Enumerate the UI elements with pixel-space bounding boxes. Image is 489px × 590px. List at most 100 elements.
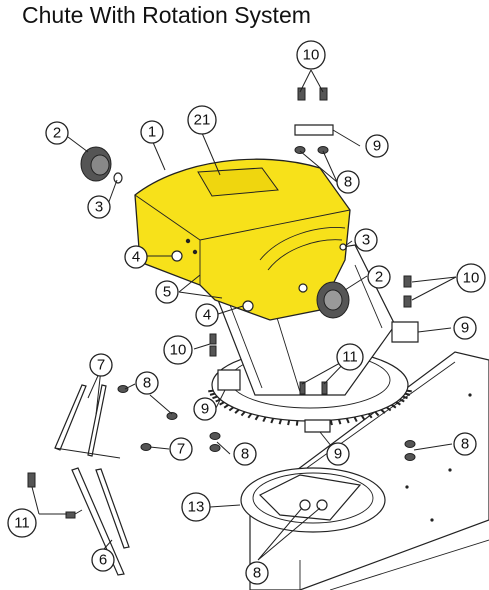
- ring-tooth: [240, 411, 246, 417]
- callout-label: 11: [342, 349, 358, 366]
- callout-label: 9: [461, 320, 469, 337]
- leader-lines: [31, 69, 457, 561]
- callout-label: 9: [334, 446, 342, 463]
- bracket-right: [391, 321, 419, 343]
- callout-label: 13: [188, 499, 205, 516]
- callout-1: 1: [140, 120, 164, 144]
- callout-11-left: 11: [7, 508, 37, 538]
- callout-label: 3: [362, 232, 370, 249]
- callout-8-right: 8: [453, 432, 477, 456]
- callout-11-mid: 11: [336, 343, 364, 371]
- ring-tooth: [374, 411, 380, 417]
- ring-tooth: [228, 406, 234, 412]
- ring-tooth: [247, 413, 253, 419]
- callout-10-top: 10: [296, 40, 326, 70]
- callout-8-bottom: 8: [245, 561, 269, 585]
- callout-10-right: 10: [456, 263, 486, 293]
- bracket-top: [294, 124, 334, 136]
- callout-9-top: 9: [365, 134, 389, 158]
- bolts-lower-left: [27, 472, 83, 519]
- callout-3-right: 3: [354, 228, 378, 252]
- callout-label: 8: [344, 174, 352, 191]
- callout-label: 7: [97, 357, 105, 374]
- washer-upper: [171, 250, 183, 262]
- base-plate: [240, 467, 386, 533]
- ring-tooth: [287, 419, 291, 426]
- ring-tooth: [329, 419, 333, 426]
- ring-tooth: [209, 392, 216, 396]
- callout-label: 7: [177, 441, 185, 458]
- callout-label: 10: [170, 342, 187, 359]
- callout-8-left: 8: [135, 371, 159, 395]
- ring-tooth: [212, 395, 218, 400]
- callout-3-left: 3: [87, 195, 111, 219]
- ring-tooth: [404, 392, 411, 396]
- callout-label: 6: [99, 552, 107, 569]
- ring-tooth: [270, 417, 275, 424]
- callout-label: 8: [253, 565, 261, 582]
- callout-label: 2: [375, 269, 383, 286]
- callout-label: 2: [53, 125, 61, 142]
- callout-label: 8: [241, 446, 249, 463]
- ring-tooth: [278, 419, 283, 425]
- ring-tooth: [402, 395, 408, 400]
- knob-part-right: [316, 281, 350, 319]
- callout-label: 11: [14, 515, 30, 532]
- callout-6: 6: [91, 548, 115, 572]
- ring-tooth: [337, 419, 342, 425]
- ring-tooth: [386, 406, 392, 412]
- callout-10-left: 10: [163, 335, 193, 365]
- callout-2-right: 2: [367, 265, 391, 289]
- callout-4-lower: 4: [195, 303, 219, 327]
- diagram-title: Chute With Rotation System: [22, 2, 311, 28]
- bracket-left: [217, 369, 241, 391]
- callout-4-upper: 4: [124, 245, 148, 269]
- callout-9-left: 9: [193, 397, 217, 421]
- bracket-bottom: [304, 419, 331, 433]
- ring-tooth: [399, 398, 405, 403]
- ring-tooth: [208, 389, 214, 393]
- ring-tooth: [295, 420, 299, 426]
- ring-tooth: [215, 398, 221, 403]
- callout-7-mid: 7: [169, 437, 193, 461]
- bolts-left: [209, 333, 217, 357]
- callout-21: 21: [187, 105, 217, 135]
- bolts-right: [403, 275, 412, 308]
- ring-tooth: [254, 415, 260, 421]
- knob-part-left: [80, 146, 123, 184]
- callout-label: 1: [148, 124, 156, 141]
- ring-tooth: [380, 408, 386, 414]
- ring-tooth: [395, 401, 401, 406]
- callout-label: 4: [132, 249, 140, 266]
- ring-tooth: [234, 408, 240, 414]
- bolts-mid: [299, 381, 328, 395]
- callout-label: 10: [303, 47, 320, 64]
- hood-assembly: [134, 158, 351, 321]
- ring-tooth: [219, 401, 225, 406]
- callout-label: 8: [143, 375, 151, 392]
- callout-label: 9: [373, 138, 381, 155]
- callout-label: 21: [194, 112, 211, 129]
- callout-label: 8: [461, 436, 469, 453]
- deflector-rods: [54, 384, 130, 576]
- callout-9-right: 9: [453, 316, 477, 340]
- callout-label: 3: [95, 199, 103, 216]
- callout-label: 4: [203, 307, 211, 324]
- callout-13: 13: [181, 492, 211, 522]
- ring-tooth: [360, 415, 366, 421]
- callout-5: 5: [155, 280, 179, 304]
- callout-label: 10: [463, 270, 480, 287]
- nuts-top: [294, 146, 329, 154]
- ring-tooth: [406, 389, 412, 393]
- ring-tooth: [223, 404, 229, 409]
- callout-7-top: 7: [89, 353, 113, 377]
- ring-tooth: [367, 413, 373, 419]
- ring-tooth: [353, 416, 358, 422]
- ring-tooth: [262, 416, 267, 422]
- callout-label: 5: [163, 284, 171, 301]
- callout-2-left: 2: [45, 121, 69, 145]
- callout-8-top: 8: [336, 170, 360, 194]
- callout-9-bottom: 9: [326, 442, 350, 466]
- callout-8-mid: 8: [233, 442, 257, 466]
